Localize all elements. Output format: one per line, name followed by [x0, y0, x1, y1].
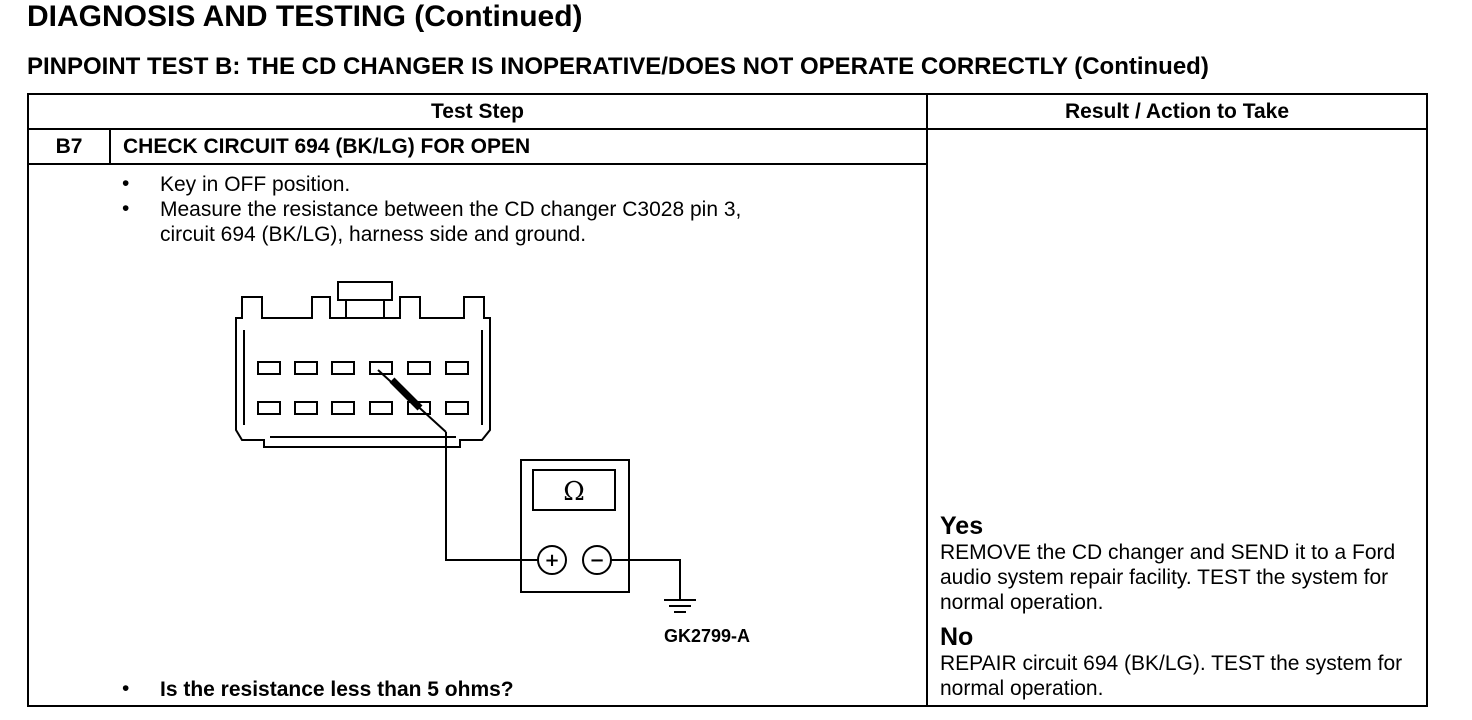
- result-yes-action: REMOVE the CD changer and SEND it to a F…: [940, 541, 1396, 614]
- bullet-marker: •: [122, 197, 130, 220]
- minus-terminal-symbol: −: [589, 550, 604, 571]
- instruction-text: Key in OFF position.: [160, 173, 351, 196]
- figure-id: GK2799-A: [664, 626, 751, 646]
- test-question: Is the resistance less than 5 ohms?: [160, 678, 514, 701]
- result-no-action: REPAIR circuit 694 (BK/LG). TEST the sys…: [940, 652, 1403, 700]
- bullet-marker: •: [122, 172, 130, 195]
- page-title: DIAGNOSIS AND TESTING (Continued): [27, 0, 583, 33]
- step-id-divider: [109, 130, 111, 163]
- instruction-text: Measure the resistance between the CD ch…: [160, 198, 742, 221]
- column-divider: [926, 95, 928, 705]
- result-yes-label: Yes: [940, 512, 984, 540]
- test-table: [27, 93, 1428, 707]
- result-no-label: No: [940, 623, 974, 651]
- step-title: CHECK CIRCUIT 694 (BK/LG) FOR OPEN: [123, 135, 531, 158]
- column-header-result: Result / Action to Take: [1064, 100, 1290, 123]
- step-title-divider: [29, 163, 926, 165]
- connector-ohmmeter-illustration: Ω + −: [235, 281, 696, 613]
- header-divider: [29, 128, 1426, 130]
- column-header-test-step: Test Step: [431, 100, 524, 123]
- bullet-marker: •: [122, 677, 130, 700]
- plus-terminal-symbol: +: [544, 550, 559, 571]
- ohm-symbol: Ω: [563, 477, 585, 507]
- instruction-text: circuit 694 (BK/LG), harness side and gr…: [160, 223, 587, 246]
- pinpoint-test-heading: PINPOINT TEST B: THE CD CHANGER IS INOPE…: [27, 53, 1209, 80]
- step-id: B7: [55, 135, 83, 158]
